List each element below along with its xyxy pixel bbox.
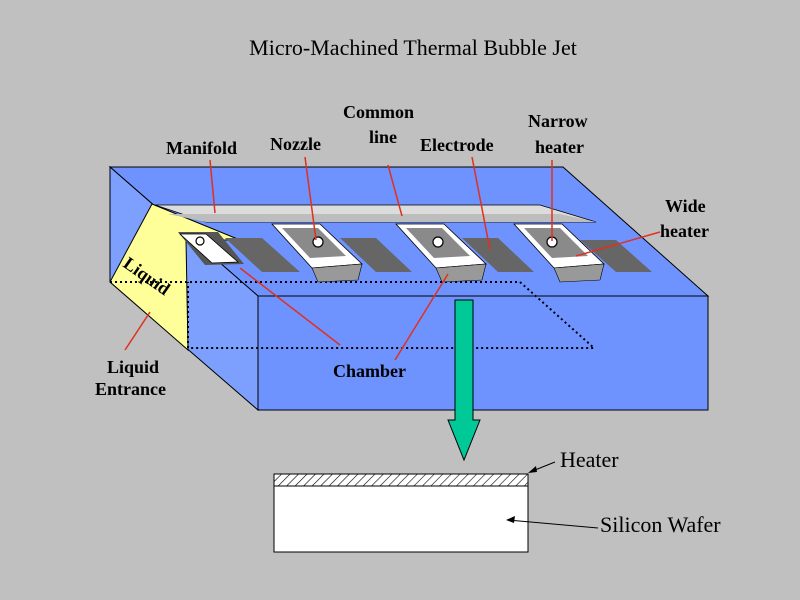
silicon-wafer-layer (273, 485, 529, 553)
diagram-title: Micro-Machined Thermal Bubble Jet (249, 35, 577, 60)
leader-lines (124, 156, 661, 361)
wide-heater-pad (580, 240, 652, 272)
chamber-label: Chamber (333, 361, 406, 381)
silicon-wafer-label: Silicon Wafer (600, 512, 721, 537)
narrow-heater-label-1: Narrow (528, 111, 588, 131)
heater-label: Heater (560, 447, 619, 472)
liquid-channel (109, 203, 241, 352)
wafer-arrowhead-icon (506, 516, 515, 523)
block-front-face (257, 295, 709, 411)
wafer-pointer (507, 519, 599, 529)
common-line-bar (168, 214, 596, 222)
electrode-label: Electrode (420, 135, 494, 155)
wide-heater-label-1: Wide (665, 196, 706, 216)
nozzle-label: Nozzle (270, 134, 321, 154)
heater-arrowhead-icon (528, 466, 537, 473)
electrode-3 (462, 238, 534, 272)
chamber-unit-1 (178, 232, 300, 272)
manifold-label: Manifold (166, 138, 237, 158)
cross-section (273, 461, 599, 553)
electrode-1 (225, 238, 300, 272)
common-line-label-1: Common (343, 102, 414, 122)
chamber-unit-3 (395, 223, 534, 283)
down-arrow-icon (447, 299, 481, 462)
nozzle-hole-3 (432, 236, 444, 248)
electrode-2 (340, 238, 412, 272)
chamber-floor-1 (178, 233, 240, 264)
chamber-front-2 (311, 263, 363, 283)
chamber-array (178, 223, 652, 283)
chamber-front-4 (553, 263, 605, 283)
common-line-label-2: line (369, 127, 397, 147)
heater-layer (273, 473, 529, 487)
chamber-unit-4 (513, 223, 652, 283)
hidden-channel-lines (110, 281, 597, 349)
nozzle-hole-1 (195, 236, 205, 246)
narrow-heater-label-2: heater (535, 137, 584, 157)
liquid-entrance-label-2: Entrance (95, 379, 166, 399)
silicon-block (108, 165, 710, 412)
chamber-front-3 (435, 263, 487, 283)
liquid-entrance-label-1: Liquid (107, 357, 159, 377)
chamber-unit-2 (271, 223, 412, 283)
wide-heater-label-2: heater (660, 221, 709, 241)
nozzle-hole-2 (312, 236, 324, 248)
